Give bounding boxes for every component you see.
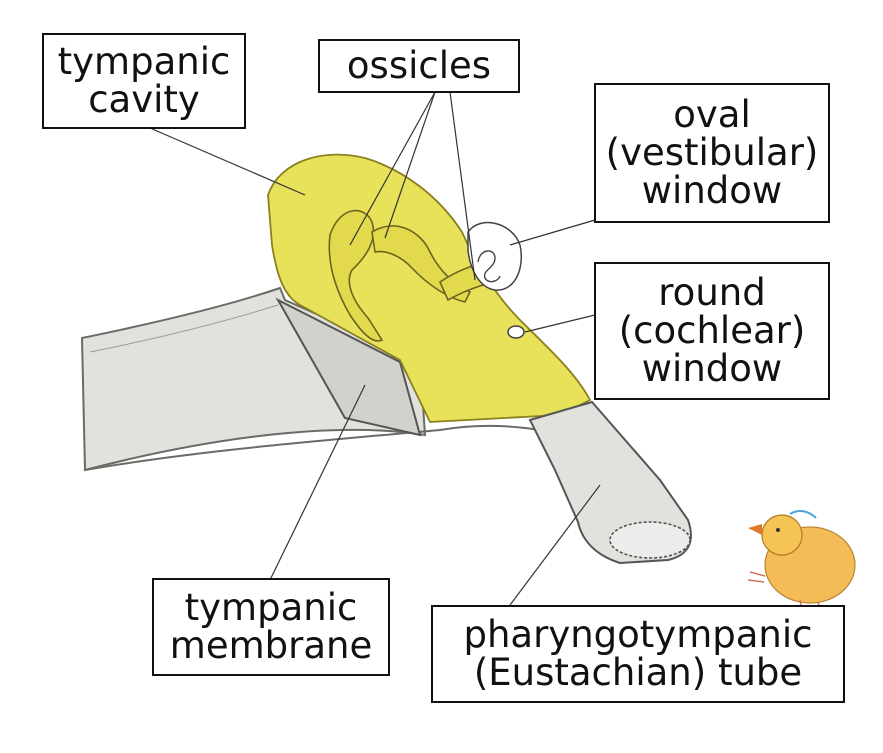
tympanic-membrane-shape xyxy=(275,297,422,437)
ear-canal-inner-line xyxy=(89,304,279,353)
leader-ossicles-2 xyxy=(384,91,436,239)
label-ossicles: ossicles xyxy=(318,39,520,93)
label-round-window-line1: round xyxy=(658,271,766,314)
leader-oval-window xyxy=(509,219,596,246)
label-tympanic-membrane-line2: membrane xyxy=(169,624,373,667)
label-oval-window-line1: oval xyxy=(673,93,751,136)
leader-ossicles-1 xyxy=(349,91,436,246)
round-window-shape xyxy=(507,325,525,339)
label-eustachian-tube-line2: (Eustachian) tube xyxy=(473,651,803,694)
label-oval-window: oval (vestibular) window xyxy=(594,83,830,223)
label-ossicles-line1: ossicles xyxy=(346,44,492,87)
label-tympanic-cavity: tympanic cavity xyxy=(42,33,246,129)
label-tympanic-cavity-line2: cavity xyxy=(88,78,200,121)
label-tympanic-membrane-line1: tympanic xyxy=(184,586,358,629)
label-oval-window-line2: (vestibular) xyxy=(605,131,819,174)
leader-eustachian-tube xyxy=(509,484,601,606)
oval-window-coil xyxy=(477,250,501,283)
label-round-window-line3: window xyxy=(641,347,783,390)
label-tympanic-membrane: tympanic membrane xyxy=(152,578,390,676)
label-round-window-line2: (cochlear) xyxy=(618,309,806,352)
label-oval-window-line3: window xyxy=(641,169,783,212)
label-round-window: round (cochlear) window xyxy=(594,262,830,400)
label-eustachian-tube-line1: pharyngotympanic xyxy=(463,613,813,656)
label-eustachian-tube: pharyngotympanic (Eustachian) tube xyxy=(431,605,845,703)
leader-tympanic-membrane xyxy=(269,384,366,581)
chick-doodle xyxy=(747,510,856,629)
label-tympanic-cavity-line1: tympanic xyxy=(57,40,231,83)
leader-ossicles-3 xyxy=(449,91,476,281)
eustachian-tube-opening xyxy=(609,521,691,559)
leader-tympanic-cavity xyxy=(149,127,306,196)
leader-round-window xyxy=(524,314,596,333)
ossicle-malleus xyxy=(328,209,384,342)
